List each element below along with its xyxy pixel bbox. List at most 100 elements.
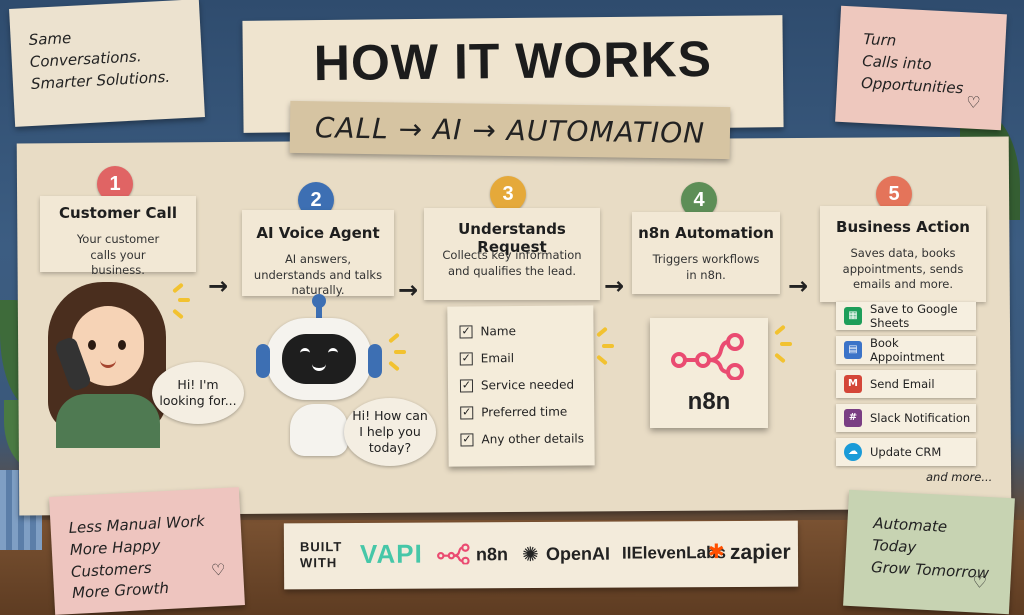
bubble-line: I help you: [359, 423, 421, 439]
robot-body: [290, 404, 348, 456]
action-label: Update CRM: [870, 445, 942, 459]
bubble-line: today?: [368, 440, 412, 456]
checklist-label: Name: [480, 324, 516, 339]
n8n-logo-text: n8n: [687, 388, 731, 415]
heart-icon: ♡: [965, 92, 982, 113]
brand-vapi: VAPI: [359, 538, 423, 569]
built-label-line: WITH: [299, 555, 338, 571]
checklist-item: ✓ Email: [459, 350, 515, 366]
arrow-right-icon: →: [788, 272, 809, 300]
built-with-card: BUILT WITH VAPI n8n ✺ OpenAI IIElevenLab…: [283, 520, 799, 590]
headphones-icon: [368, 344, 382, 378]
brand-n8n: n8n: [475, 544, 509, 565]
checkbox-checked-icon: ✓: [460, 404, 474, 420]
robot-eye: [328, 348, 338, 358]
action-book-appointment: ▤ Book Appointment: [836, 336, 976, 364]
step-4-card: n8n Automation Triggers workflows in n8n…: [632, 212, 780, 294]
customer-speech-bubble: Hi! I'm looking for...: [152, 362, 244, 424]
brand-openai: OpenAI: [545, 543, 611, 564]
info-checklist: ✓ Name ✓ Email ✓ Service needed ✓ Preferred …: [447, 305, 595, 467]
step-3-desc: Collects key information and qualifies t…: [442, 248, 582, 278]
openai-icon: ✺: [521, 542, 539, 567]
note-top-left: Same Conversations. Smarter Solutions.: [9, 0, 205, 127]
action-update-crm: ☁ Update CRM: [836, 438, 976, 466]
and-more-text: and more...: [926, 470, 993, 484]
robot-antenna-tip: [312, 294, 326, 308]
arrow-right-icon: →: [398, 276, 419, 304]
note-line: Opportunities: [860, 73, 964, 97]
bubble-line: Hi! I'm: [177, 376, 219, 392]
step-1-desc: Your customer calls your business.: [76, 232, 160, 278]
google-sheets-icon: ▦: [844, 307, 862, 325]
action-label: Send Email: [870, 377, 935, 391]
built-label-line: BUILT: [299, 539, 343, 555]
step-5-card: Business Action Saves data, books appoin…: [820, 206, 986, 302]
brand-zapier: zapier: [729, 540, 791, 565]
arrow-right-icon: →: [208, 272, 229, 300]
step-4-desc: Triggers workflows in n8n.: [652, 252, 760, 282]
salesforce-icon: ☁: [844, 443, 862, 461]
robot-illustration: [254, 294, 384, 460]
note-bottom-right: Automate Today Grow Tomorrow ♡: [843, 489, 1015, 615]
checkbox-checked-icon: ✓: [459, 350, 473, 366]
checklist-item: ✓ Any other details: [460, 431, 584, 446]
spark-icon: [602, 344, 614, 348]
n8n-logo-card: n8n: [650, 318, 768, 428]
spark-icon: [178, 298, 190, 302]
bubble-line: Hi! How can: [352, 407, 428, 423]
checklist-label: Email: [480, 351, 515, 366]
page-subtitle: CALL → AI → AUTOMATION: [314, 111, 706, 150]
step-2-title: AI Voice Agent: [256, 224, 380, 242]
step-3-badge: 3: [490, 176, 526, 212]
subtitle-card: CALL → AI → AUTOMATION: [289, 100, 731, 160]
checklist-label: Service needed: [480, 377, 575, 393]
checklist-label: Preferred time: [481, 404, 568, 420]
action-send-email: M Send Email: [836, 370, 976, 398]
gmail-icon: M: [844, 375, 862, 393]
page-title: HOW IT WORKS: [313, 30, 713, 92]
customer-body: [56, 394, 160, 448]
step-1-card: Customer Call Your customer calls your b…: [40, 196, 196, 277]
customer-eye: [118, 340, 126, 350]
checkbox-checked-icon: ✓: [459, 323, 473, 339]
action-google-sheets: ▦ Save to Google Sheets: [836, 302, 976, 330]
heart-icon: ♡: [972, 572, 988, 593]
customer-illustration: [48, 282, 178, 448]
step-2-desc: AI answers, understands and talks natura…: [253, 252, 383, 298]
action-label: Book Appointment: [870, 336, 945, 364]
arrow-right-icon: →: [604, 272, 625, 300]
customer-mouth: [100, 360, 116, 368]
heart-icon: ♡: [210, 559, 226, 580]
action-slack-notification: # Slack Notification: [836, 404, 976, 432]
customer-eye: [88, 340, 96, 350]
agent-speech-bubble: Hi! How can I help you today?: [344, 398, 436, 466]
calendar-icon: ▤: [844, 341, 862, 359]
robot-antenna: [316, 300, 322, 318]
step-4-title: n8n Automation: [638, 224, 774, 242]
robot-face-screen: [282, 334, 356, 384]
robot-mouth: [312, 364, 326, 371]
zapier-icon: ✱: [707, 539, 725, 564]
robot-eye: [300, 348, 310, 358]
step-3-card: Understands Request Collects key informa…: [424, 208, 600, 300]
n8n-brand-icon: [437, 543, 470, 565]
slack-icon: #: [844, 409, 862, 427]
step-5-desc: Saves data, books appointments, sends em…: [842, 246, 964, 292]
step-5-title: Business Action: [836, 218, 970, 236]
built-with-label: BUILT WITH: [300, 539, 342, 572]
step-2-card: AI Voice Agent AI answers, understands a…: [242, 210, 394, 298]
checkbox-checked-icon: ✓: [460, 431, 474, 447]
note-top-right: Turn Calls into Opportunities ♡: [835, 5, 1007, 131]
spark-icon: [394, 350, 406, 354]
action-label: Slack Notification: [870, 411, 971, 425]
checklist-item: ✓ Preferred time: [460, 405, 567, 420]
action-label: Save to Google Sheets: [870, 302, 958, 330]
step-3-title: Understands Request: [458, 220, 566, 256]
step-1-title: Customer Call: [59, 204, 177, 222]
bubble-line: looking for...: [159, 393, 237, 408]
checkbox-checked-icon: ✓: [459, 377, 474, 393]
n8n-logo-icon: [671, 333, 744, 380]
spark-icon: [780, 342, 792, 346]
checklist-label: Any other details: [481, 431, 585, 447]
note-bottom-left: Less Manual Work More Happy Customers Mo…: [49, 487, 245, 615]
